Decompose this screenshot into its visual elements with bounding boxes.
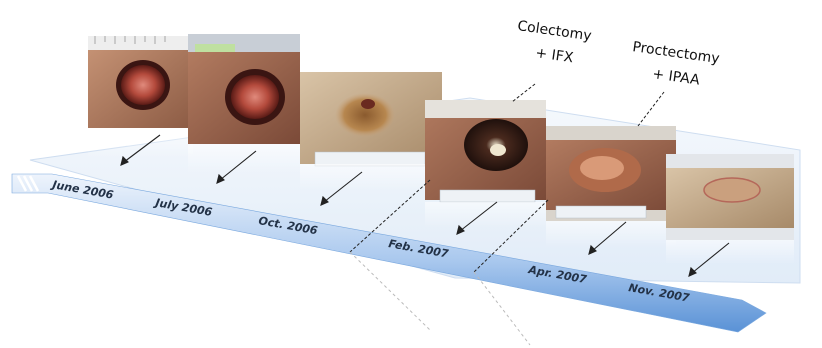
colectomy-annotation: Colectomy + IFX: [516, 18, 592, 66]
proctectomy-label: Proctectomy: [631, 39, 720, 67]
wound-photo-4: [425, 100, 546, 228]
colectomy-ifx-label: + IFX: [534, 45, 574, 66]
colectomy-label: Colectomy: [516, 18, 592, 44]
wound-photo-6: [666, 154, 794, 264]
wound-photo-1: [88, 36, 193, 158]
proctectomy-annotation: Proctectomy + IPAA: [631, 39, 720, 89]
wound-photo-5: [546, 126, 676, 247]
wound-photo-2: [188, 34, 300, 174]
proctectomy-ipaa-label: + IPAA: [651, 66, 701, 89]
wound-photo-3: [300, 72, 442, 190]
